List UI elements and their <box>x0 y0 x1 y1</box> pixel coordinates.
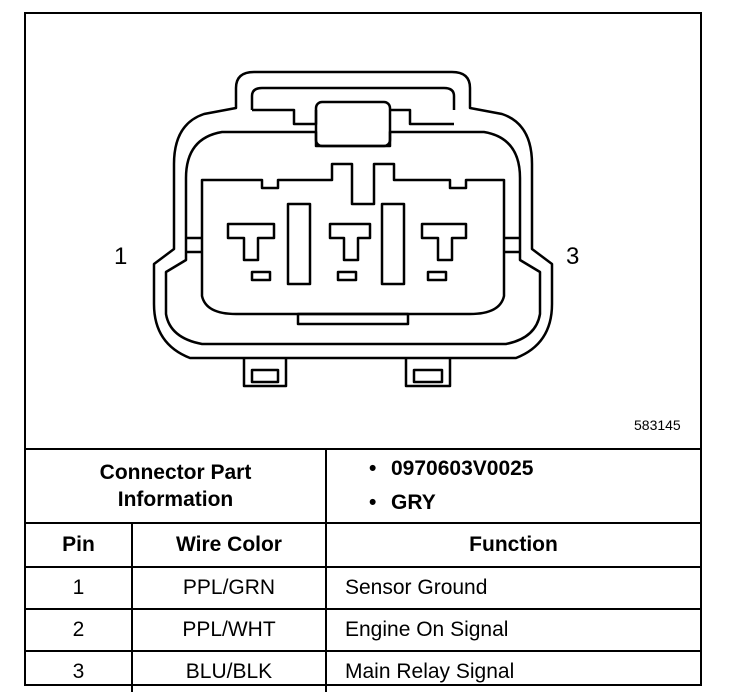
part-info-label-line1: Connector Part <box>99 461 252 484</box>
part-info-row: Connector Part Information • 0970603V0025… <box>26 450 700 524</box>
latch-button <box>314 100 392 148</box>
terminal-1 <box>226 222 276 282</box>
function-cell: Main Relay Signal <box>325 650 700 692</box>
part-number-item: • 0970603V0025 <box>369 452 700 486</box>
separator-bar-1 <box>286 202 312 286</box>
wire-color-cell: PPL/GRN <box>131 566 327 610</box>
function-cell: Engine On Signal <box>325 608 700 652</box>
bullet-icon: • <box>369 457 377 480</box>
connector-frame: 1 3 583145 Connector Part Information • 0… <box>24 12 702 692</box>
figure-number: 583145 <box>634 417 681 433</box>
connector-face-drawing <box>152 70 554 388</box>
connector-info-table: Connector Part Information • 0970603V0025… <box>26 450 700 692</box>
bullet-icon: • <box>369 491 377 514</box>
cavity-face <box>200 162 506 316</box>
table-row: 3 BLU/BLK Main Relay Signal <box>26 650 700 692</box>
mounting-foot-left <box>242 358 288 388</box>
part-info-values-cell: • 0970603V0025 • GRY <box>325 450 700 524</box>
pin-cell: 2 <box>26 608 133 652</box>
pin-cell: 1 <box>26 566 133 610</box>
terminal-2 <box>328 222 372 282</box>
table-row: 2 PPL/WHT Engine On Signal <box>26 608 700 652</box>
table-row: 1 PPL/GRN Sensor Ground <box>26 566 700 610</box>
mounting-foot-right <box>404 358 452 388</box>
wire-color-cell: BLU/BLK <box>131 650 327 692</box>
header-function: Function <box>325 522 700 568</box>
wire-color-cell: PPL/WHT <box>131 608 327 652</box>
header-wire-color: Wire Color <box>131 522 327 568</box>
part-number-text: 0970603V0025 <box>391 457 534 480</box>
connector-diagram: 1 3 583145 <box>26 14 700 450</box>
header-pin: Pin <box>26 522 133 568</box>
header-row: Pin Wire Color Function <box>26 522 700 568</box>
part-info-label-line2: Information <box>117 488 234 511</box>
pin-1-label: 1 <box>114 243 128 270</box>
latch-hood <box>250 86 456 110</box>
connector-color-text: GRY <box>391 491 436 514</box>
pin-cell: 3 <box>26 650 133 692</box>
separator-bar-2 <box>380 202 406 286</box>
connector-color-item: • GRY <box>369 486 700 520</box>
pin-3-label: 3 <box>566 243 580 270</box>
terminal-3 <box>420 222 468 282</box>
housing-outline <box>152 70 554 360</box>
function-cell: Sensor Ground <box>325 566 700 610</box>
inner-shell <box>164 130 542 346</box>
part-info-label-cell: Connector Part Information <box>26 450 327 524</box>
